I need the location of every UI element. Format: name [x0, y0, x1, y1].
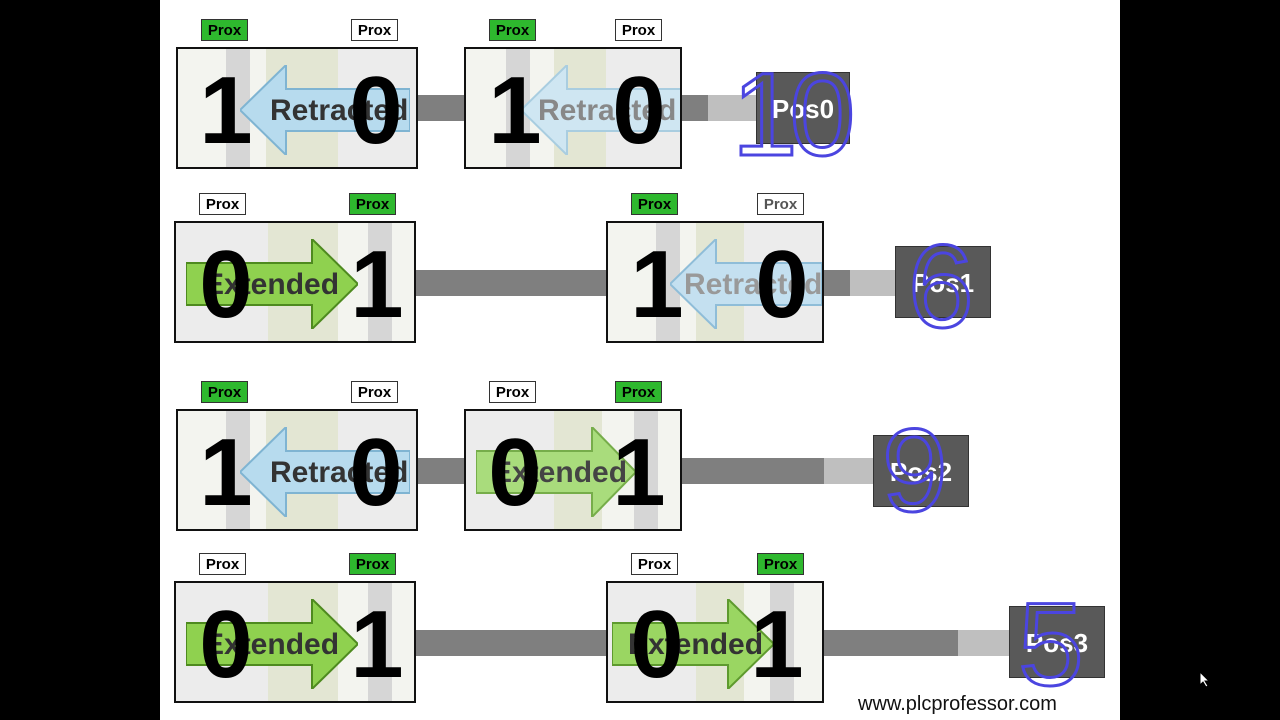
- cylinder-a: Retracted 1 0: [176, 47, 418, 169]
- state-label: Extended: [204, 628, 340, 661]
- prox-label-right: Prox: [615, 19, 662, 41]
- rod: [682, 95, 708, 121]
- position-block: Pos2: [873, 435, 969, 507]
- prox-label-left: Prox: [631, 193, 678, 215]
- position-block: Pos1: [895, 246, 991, 318]
- bit-left: 0: [199, 231, 253, 338]
- slide-canvas: Prox Prox Retracted 1 0 Prox Prox Retrac…: [160, 0, 1120, 720]
- cylinder-b: Extended 0 1: [606, 581, 824, 703]
- bit-right: 1: [612, 419, 666, 526]
- rod: [418, 458, 464, 484]
- state-label: Retracted: [270, 456, 409, 489]
- mouse-pointer-icon: [1200, 672, 1211, 688]
- retract-arrow-icon: [670, 239, 822, 329]
- rod: [682, 458, 824, 484]
- rod: [416, 630, 606, 656]
- cylinder-a: Extended 0 1: [174, 221, 416, 343]
- bit-left: 0: [199, 591, 253, 698]
- prox-label-right: Prox: [351, 19, 398, 41]
- cylinder-b: Extended 0 1: [464, 409, 682, 531]
- cylinder-a: Retracted 1 0: [176, 409, 418, 531]
- prox-label-left: Prox: [489, 19, 536, 41]
- prox-label-right: Prox: [349, 193, 396, 215]
- bit-right: 1: [350, 231, 404, 338]
- extend-arrow-icon: [186, 239, 358, 329]
- bit-right: 0: [349, 419, 403, 526]
- prox-label-left: Prox: [199, 193, 246, 215]
- retract-arrow-icon: [240, 427, 410, 517]
- bit-right: 1: [750, 591, 804, 698]
- bit-left: 1: [488, 57, 542, 164]
- retract-arrow-icon: [521, 65, 680, 155]
- rod: [824, 270, 850, 296]
- state-label: Retracted: [538, 94, 677, 127]
- state-label: Extended: [204, 268, 340, 301]
- position-block: Pos0: [756, 72, 850, 144]
- rod: [416, 270, 606, 296]
- state-label: Extended: [628, 628, 764, 661]
- cylinder-a: Extended 0 1: [174, 581, 416, 703]
- prox-label-right: Prox: [615, 381, 662, 403]
- bit-right: 0: [755, 231, 809, 338]
- prox-label-right: Prox: [351, 381, 398, 403]
- rod-tip: [958, 630, 1010, 656]
- bit-left: 0: [630, 591, 684, 698]
- rod-tip: [824, 458, 874, 484]
- rod-tip: [850, 270, 896, 296]
- prox-label-left: Prox: [201, 19, 248, 41]
- retract-arrow-icon: [240, 65, 410, 155]
- extend-arrow-icon: [612, 599, 774, 689]
- footer-url: www.plcprofessor.com: [858, 693, 1057, 715]
- state-label: Retracted: [684, 268, 823, 301]
- bit-left: 1: [199, 57, 253, 164]
- bit-left: 1: [630, 231, 684, 338]
- prox-label-left: Prox: [489, 381, 536, 403]
- bit-right: 0: [349, 57, 403, 164]
- state-label: Extended: [492, 456, 628, 489]
- bit-left: 1: [199, 419, 253, 526]
- bit-right: 0: [612, 57, 666, 164]
- extend-arrow-icon: [186, 599, 358, 689]
- cylinder-b: Retracted 1 0: [606, 221, 824, 343]
- bit-left: 0: [488, 419, 542, 526]
- state-label: Retracted: [270, 94, 409, 127]
- prox-label-right: Prox: [757, 193, 804, 215]
- prox-label-right: Prox: [349, 553, 396, 575]
- rod: [418, 95, 464, 121]
- prox-label-right: Prox: [757, 553, 804, 575]
- extend-arrow-icon: [476, 427, 636, 517]
- rod-tip: [708, 95, 758, 121]
- prox-label-left: Prox: [199, 553, 246, 575]
- bit-right: 1: [350, 591, 404, 698]
- rod: [824, 630, 958, 656]
- cylinder-b: Retracted 1 0: [464, 47, 682, 169]
- prox-label-left: Prox: [631, 553, 678, 575]
- position-block: Pos3: [1009, 606, 1105, 678]
- prox-label-left: Prox: [201, 381, 248, 403]
